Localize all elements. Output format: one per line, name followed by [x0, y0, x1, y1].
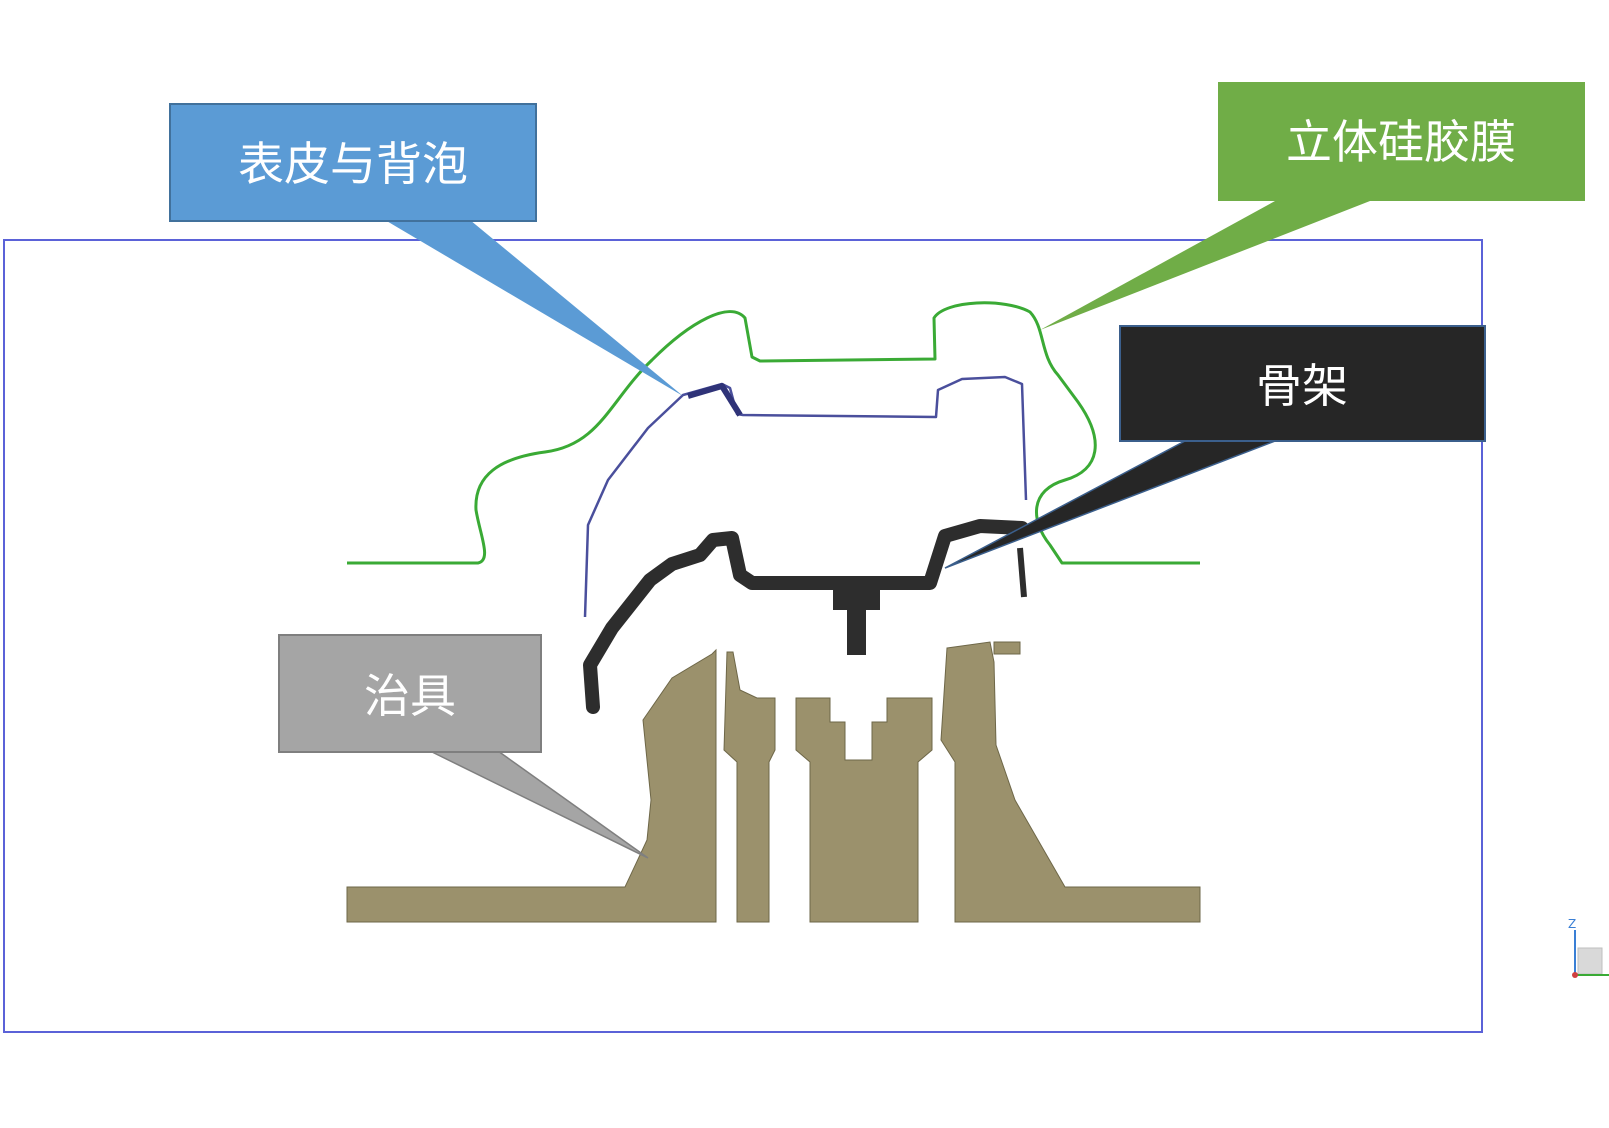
silicone-membrane-part [347, 301, 1200, 565]
callout-skin-foam: 表皮与背泡 [169, 103, 683, 396]
skeleton-part [583, 519, 1029, 714]
callout-silicone-membrane: 立体硅胶膜 [1040, 82, 1585, 330]
callout-skin-foam-label: 表皮与背泡 [238, 137, 468, 191]
callout-skeleton: 骨架 [944, 325, 1486, 569]
callout-silicone-membrane-label: 立体硅胶膜 [1286, 115, 1516, 169]
axis-z-label: Z [1568, 917, 1576, 931]
axis-triad-icon[interactable]: Z [1568, 917, 1609, 978]
callout-fixture: 治具 [278, 634, 649, 859]
callout-fixture-label: 治具 [364, 669, 456, 723]
callout-skeleton-label: 骨架 [1256, 359, 1348, 413]
fixture-part [346, 641, 1201, 923]
viewport-frame [3, 239, 1483, 1033]
skin-foam-part [583, 375, 1028, 618]
